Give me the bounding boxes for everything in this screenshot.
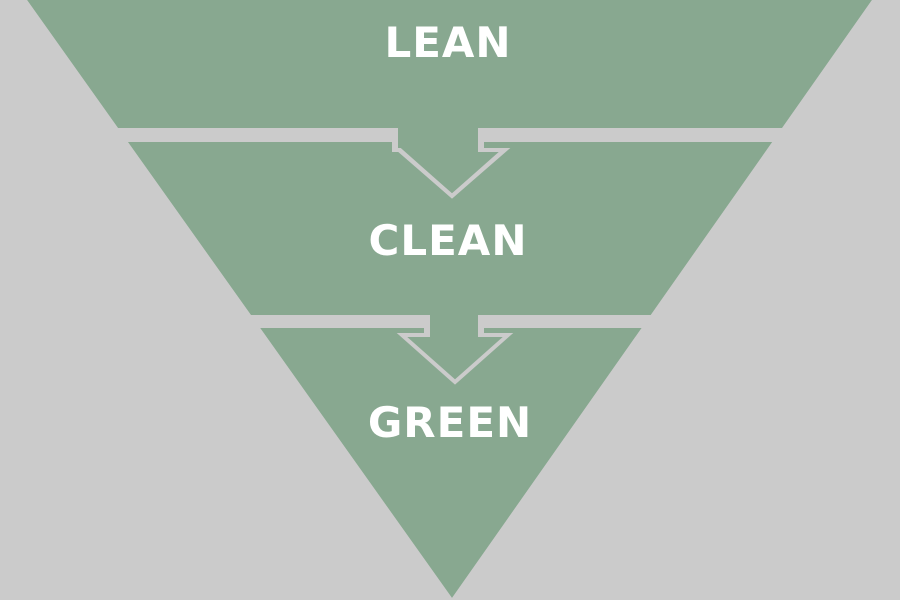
down-arrow-icon [396,333,514,385]
tier-label-lean: LEAN [384,18,512,67]
pyramid-body [27,0,872,598]
tier-label-clean: CLEAN [368,216,528,265]
tier-label-green: GREEN [367,398,533,447]
